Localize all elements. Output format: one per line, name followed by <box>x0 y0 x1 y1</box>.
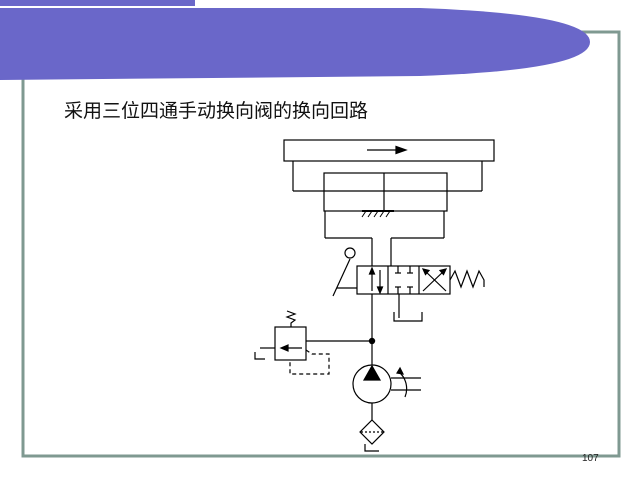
hydraulic-pump <box>352 364 421 420</box>
hydraulic-diagram <box>254 139 495 452</box>
worktable <box>283 139 495 192</box>
relief-valve <box>254 310 372 375</box>
page-number: 107 <box>582 453 599 464</box>
top-accent-bar <box>0 0 195 6</box>
slide-title: 采用三位四通手动换向阀的换向回路 <box>64 100 369 122</box>
header-banner <box>0 8 590 80</box>
hydraulic-cylinder <box>323 172 448 239</box>
directional-valve <box>332 247 485 365</box>
filter <box>359 419 385 452</box>
